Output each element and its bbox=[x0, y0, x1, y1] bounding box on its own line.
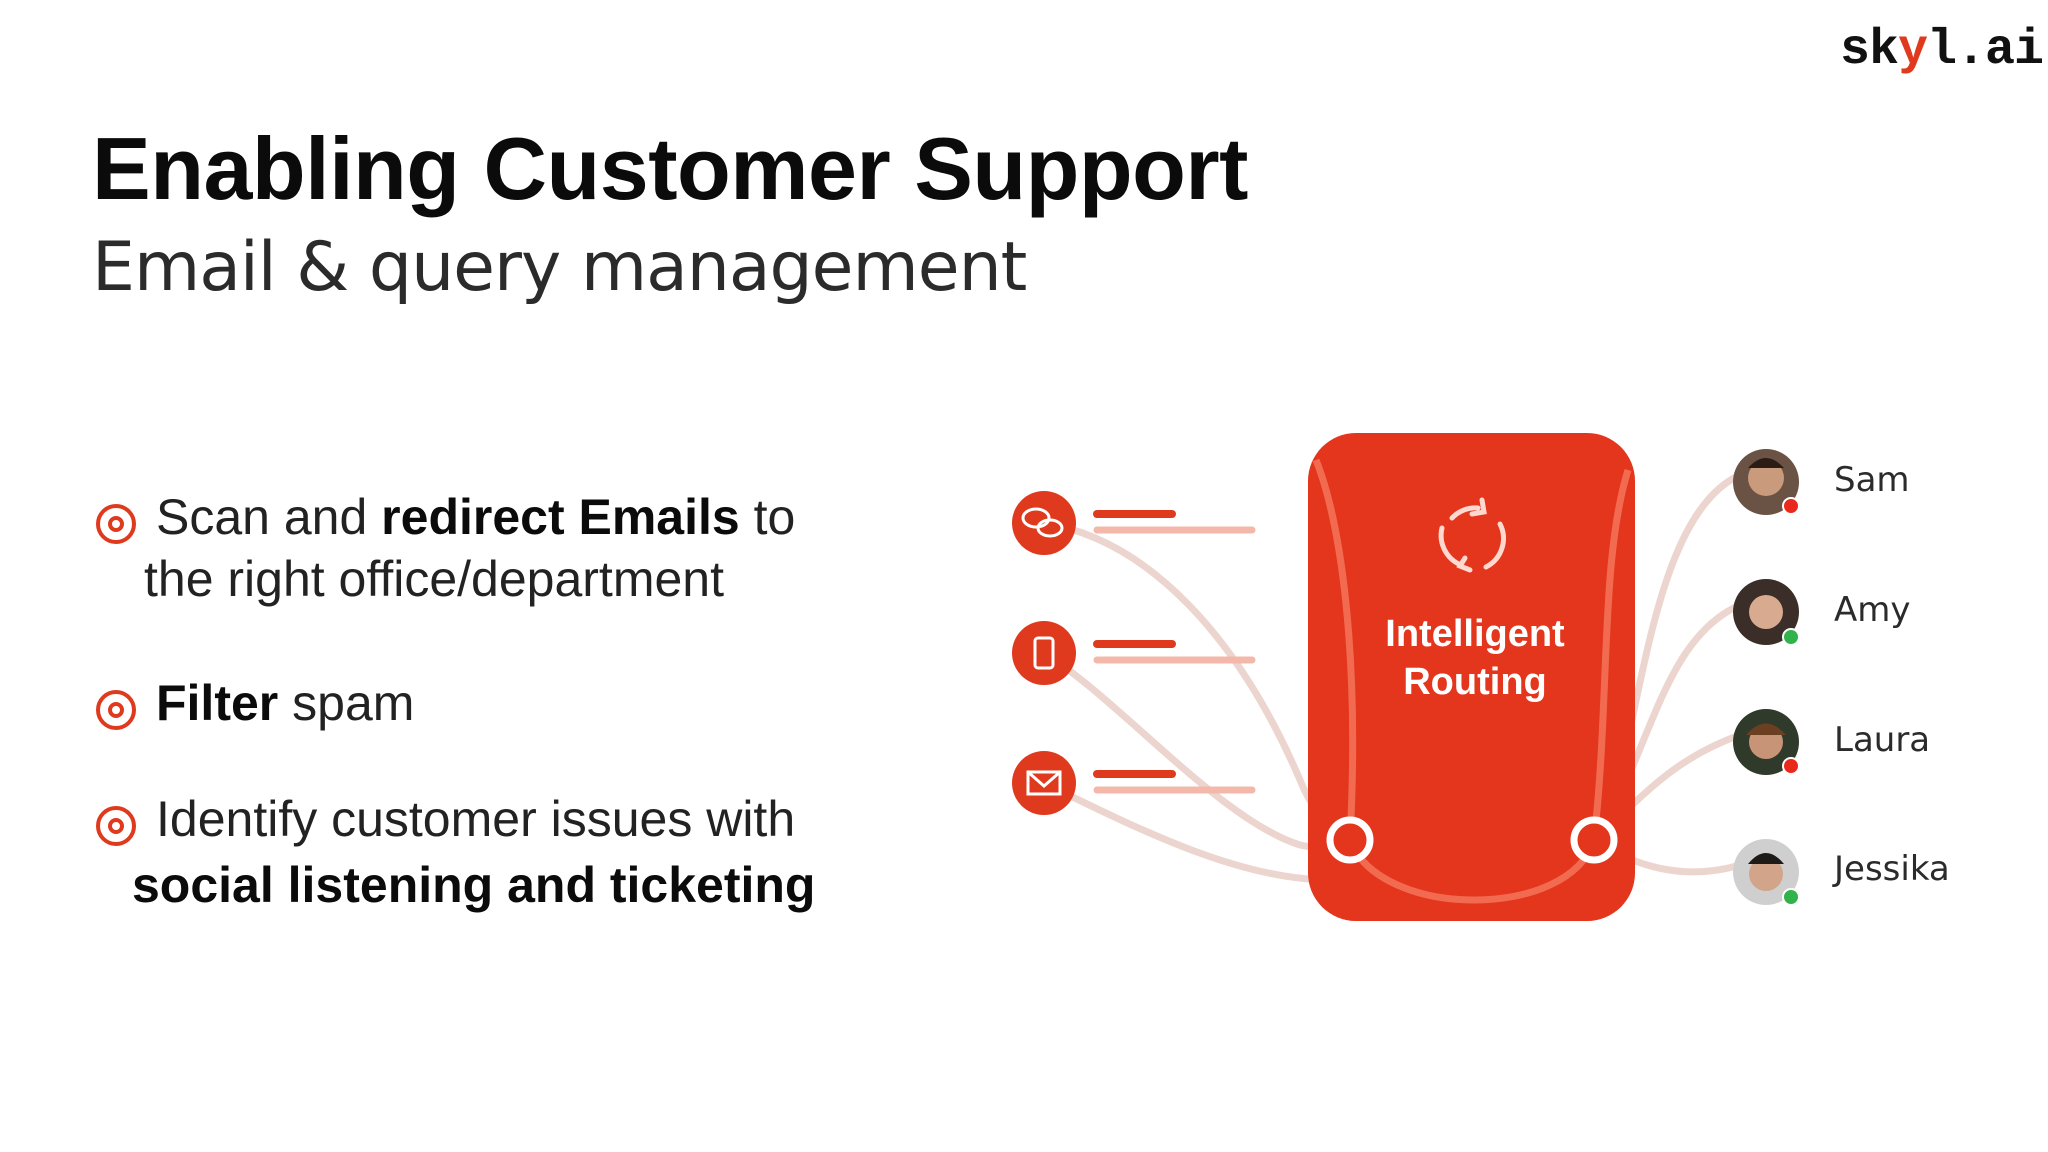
agent-name-laura: Laura bbox=[1834, 720, 1931, 760]
routing-card bbox=[1308, 433, 1635, 921]
channel-bars bbox=[1093, 510, 1256, 794]
bullet-item: Scan and redirect Emails to the right of… bbox=[92, 486, 992, 610]
bullet-emphasis: redirect Emails bbox=[381, 489, 740, 545]
bullet-text: Scan and bbox=[156, 489, 382, 545]
channel-phone bbox=[1012, 621, 1076, 685]
bullet-emphasis: social listening and ticketing bbox=[132, 857, 816, 913]
bullet-list: Scan and redirect Emails to the right of… bbox=[92, 486, 992, 916]
bullet-text: Identify customer issues with bbox=[156, 791, 796, 847]
bullet-emphasis: Filter bbox=[156, 675, 279, 731]
agent-name-jessika: Jessika bbox=[1834, 849, 1950, 889]
routing-node-out bbox=[1570, 816, 1618, 864]
bullet-text: spam bbox=[278, 675, 415, 731]
card-label-line2: Routing bbox=[1403, 661, 1547, 703]
brand-logo: skyl.ai bbox=[1840, 22, 2044, 79]
avatar bbox=[1733, 709, 1800, 775]
slide-title: Enabling Customer Support bbox=[92, 119, 1248, 218]
channel-chat bbox=[1012, 491, 1076, 555]
logo-suffix: l.ai bbox=[1927, 22, 2044, 79]
routing-card-label: Intelligent Routing bbox=[1310, 610, 1640, 706]
channel-mail bbox=[1012, 751, 1076, 815]
slide-subtitle: Email & query management bbox=[92, 228, 1027, 307]
avatar bbox=[1733, 839, 1800, 906]
bullet-text: the right office/department bbox=[144, 551, 724, 607]
logo-accent: y bbox=[1898, 22, 1928, 79]
refresh-icon bbox=[1438, 497, 1506, 573]
avatar bbox=[1733, 579, 1800, 646]
avatar bbox=[1733, 449, 1800, 515]
agent-name-amy: Amy bbox=[1834, 590, 1911, 630]
logo-prefix: sk bbox=[1840, 22, 1899, 79]
card-label-line1: Intelligent bbox=[1385, 613, 1565, 655]
bullet-text: to bbox=[739, 489, 796, 545]
target-bullet-icon bbox=[96, 806, 136, 846]
bullet-item: Filter spam bbox=[92, 672, 992, 734]
routing-node-in bbox=[1326, 816, 1374, 864]
target-bullet-icon bbox=[96, 504, 136, 544]
target-bullet-icon bbox=[96, 690, 136, 730]
bullet-item: Identify customer issues with social lis… bbox=[92, 788, 992, 916]
routing-curves bbox=[1312, 458, 1632, 904]
agent-name-sam: Sam bbox=[1834, 460, 1910, 500]
